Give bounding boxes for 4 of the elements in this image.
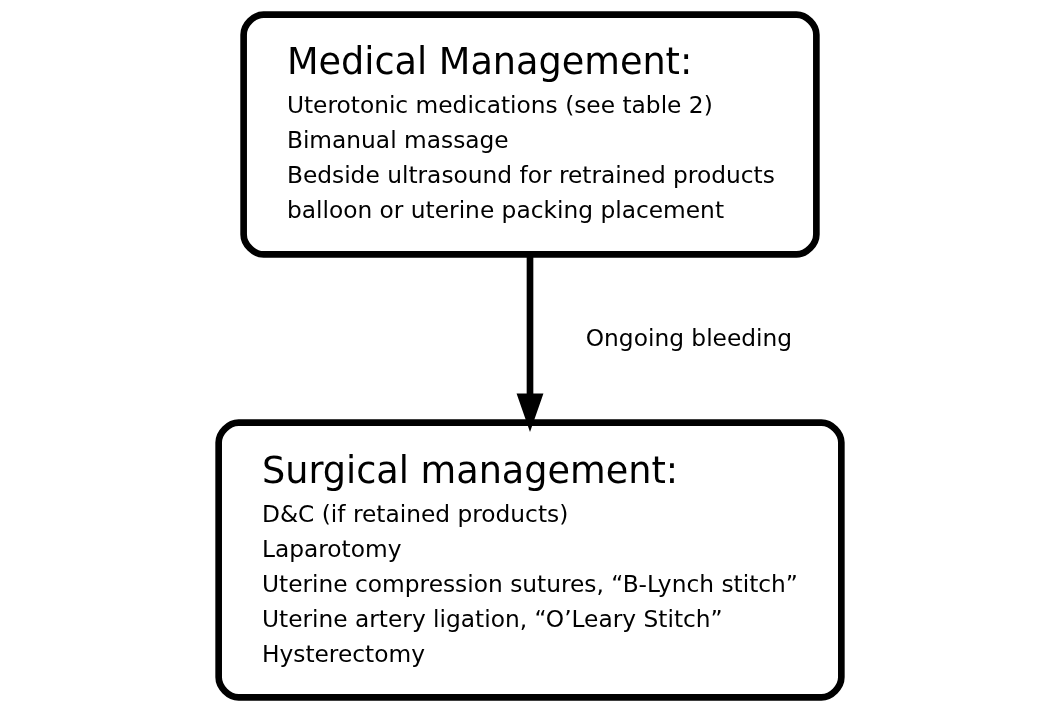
node-box: Medical Management: Uterotonic medications (see table 2) Bimanual massage Bedside ultrasound for retrained products balloon or uterine packing placement <box>239 11 820 258</box>
node-box: Surgical management: D&C (if retained products) Laparotomy Uterine compression sutures, “B-Lynch stitch” Uterine artery ligation, “O’Leary Stitch” Hysterectomy <box>214 419 845 701</box>
edge-label: Ongoing bleeding <box>585 323 792 351</box>
arrow <box>516 254 543 432</box>
